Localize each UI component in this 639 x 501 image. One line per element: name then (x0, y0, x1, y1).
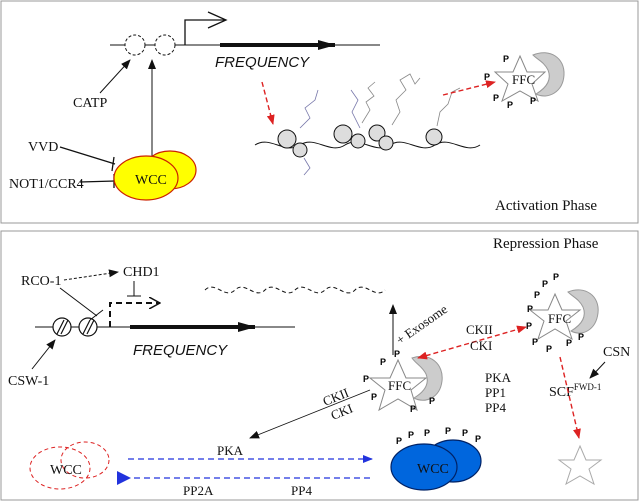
p-label: P (546, 344, 552, 354)
scf-text: SCF (549, 385, 574, 400)
scf-label: SCFFWD-1 (549, 382, 601, 400)
p-label: P (410, 404, 416, 414)
wcc-phospho-p-labels: P P P P P P (396, 426, 481, 446)
rco1-to-chd1-arrow (63, 269, 119, 281)
degradation-red-arrow (559, 356, 581, 439)
transcription-red-arrow (261, 81, 275, 125)
pp4-wcc-label: PP4 (291, 483, 312, 498)
ffc-activation-complex: FFC (493, 52, 565, 103)
ffc-repression-phospho: P P P P P P (363, 349, 435, 414)
ribosomes (277, 124, 443, 158)
pka-ffc-label: PKA (485, 370, 512, 385)
promoter-element-1 (124, 34, 146, 56)
transcription-start-arrow (184, 19, 225, 45)
csn-label: CSN (603, 345, 630, 360)
ffc-phospho-red-arrow (417, 325, 527, 360)
repression-panel (0, 230, 639, 501)
nucleosome-1 (52, 317, 72, 337)
p-label: P (526, 321, 532, 331)
ffc-repression-complex: FFC (368, 356, 443, 412)
not1-ccr4-label: NOT1/CCR4 (9, 177, 84, 192)
not1-inhibition (79, 174, 116, 188)
activation-gene-label: FREQUENCY (215, 54, 310, 71)
exosome-label: + Exosome (393, 301, 450, 347)
repression-phase-label: Repression Phase (493, 236, 599, 252)
wcc-inactive-complex: WCC (29, 441, 110, 490)
nucleosome-2 (78, 317, 98, 337)
pp1-label: PP1 (485, 385, 506, 400)
pp2a-label: PP2A (183, 483, 214, 498)
wcc-inactive-label: WCC (50, 463, 82, 478)
ffc-activation-label: FFC (512, 72, 535, 87)
chd1-inhibition (127, 281, 141, 297)
p-label: P (484, 72, 490, 82)
activation-panel (0, 0, 639, 224)
pka-wcc-label: PKA (217, 443, 244, 458)
vvd-label: VVD (28, 140, 58, 155)
p-label: P (429, 396, 435, 406)
rco1-inhibition (59, 287, 104, 321)
p-label: P (394, 349, 400, 359)
ffc-to-wcc-arrow (249, 389, 371, 439)
pp4-ffc-label: PP4 (485, 400, 506, 415)
degraded-ffc-outline (557, 444, 603, 486)
ffc-repression-label: FFC (388, 378, 411, 393)
p-label: P (534, 290, 540, 300)
p-label: P (371, 392, 377, 402)
activation-phase-label: Activation Phase (495, 198, 597, 214)
p-label: P (553, 272, 559, 282)
vvd-inhibition (59, 146, 116, 172)
p-label: P (408, 430, 414, 440)
wcc-active-label: WCC (135, 173, 167, 188)
catp-arrow (99, 59, 131, 94)
p-label: P (462, 428, 468, 438)
promoter-element-2 (154, 34, 176, 56)
p-label: P (445, 426, 451, 436)
p-label: P (380, 357, 386, 367)
p-label: P (396, 436, 402, 446)
p-label: P (527, 304, 533, 314)
p-label: P (578, 332, 584, 342)
cki-upper-label: CKI (470, 338, 492, 353)
ffc-hyperphospho-complex: FFC (528, 289, 599, 341)
wcc-phospho-label: WCC (417, 462, 449, 477)
ffc-hyperphospho-label: FFC (548, 311, 571, 326)
csn-arrow (589, 361, 606, 379)
p-label: P (507, 100, 513, 110)
wcc-phospho-complex: WCC (390, 439, 482, 491)
p-label: P (363, 374, 369, 384)
wcc-active-complex: WCC (113, 150, 197, 201)
rco1-label: RCO-1 (21, 274, 61, 289)
decaying-mrna (204, 286, 386, 294)
scf-superscript: FWD-1 (574, 382, 602, 392)
csw1-label: CSW-1 (8, 374, 49, 389)
translation-red-arrow (442, 80, 496, 96)
csw1-arrow (31, 339, 56, 370)
nascent-peptides (299, 73, 461, 176)
catp-label: CATP (73, 96, 107, 111)
p-label: P (493, 93, 499, 103)
p-label: P (475, 434, 481, 444)
transcription-start-arrowhead (207, 11, 228, 29)
p-label: P (424, 428, 430, 438)
p-label: P (530, 96, 536, 106)
chd1-label: CHD1 (123, 265, 160, 280)
ffc-hyperphospho-phospho: P P P P P P P P P (526, 272, 584, 354)
p-label: P (566, 338, 572, 348)
ffc-activation-phospho: P P P P P (484, 54, 536, 110)
p-label: P (542, 279, 548, 289)
p-label: P (503, 54, 509, 64)
repressed-tss-arrow (109, 303, 160, 327)
p-label: P (532, 337, 538, 347)
ckii-upper-label: CKII (466, 322, 493, 337)
repression-gene-label: FREQUENCY (133, 342, 228, 359)
